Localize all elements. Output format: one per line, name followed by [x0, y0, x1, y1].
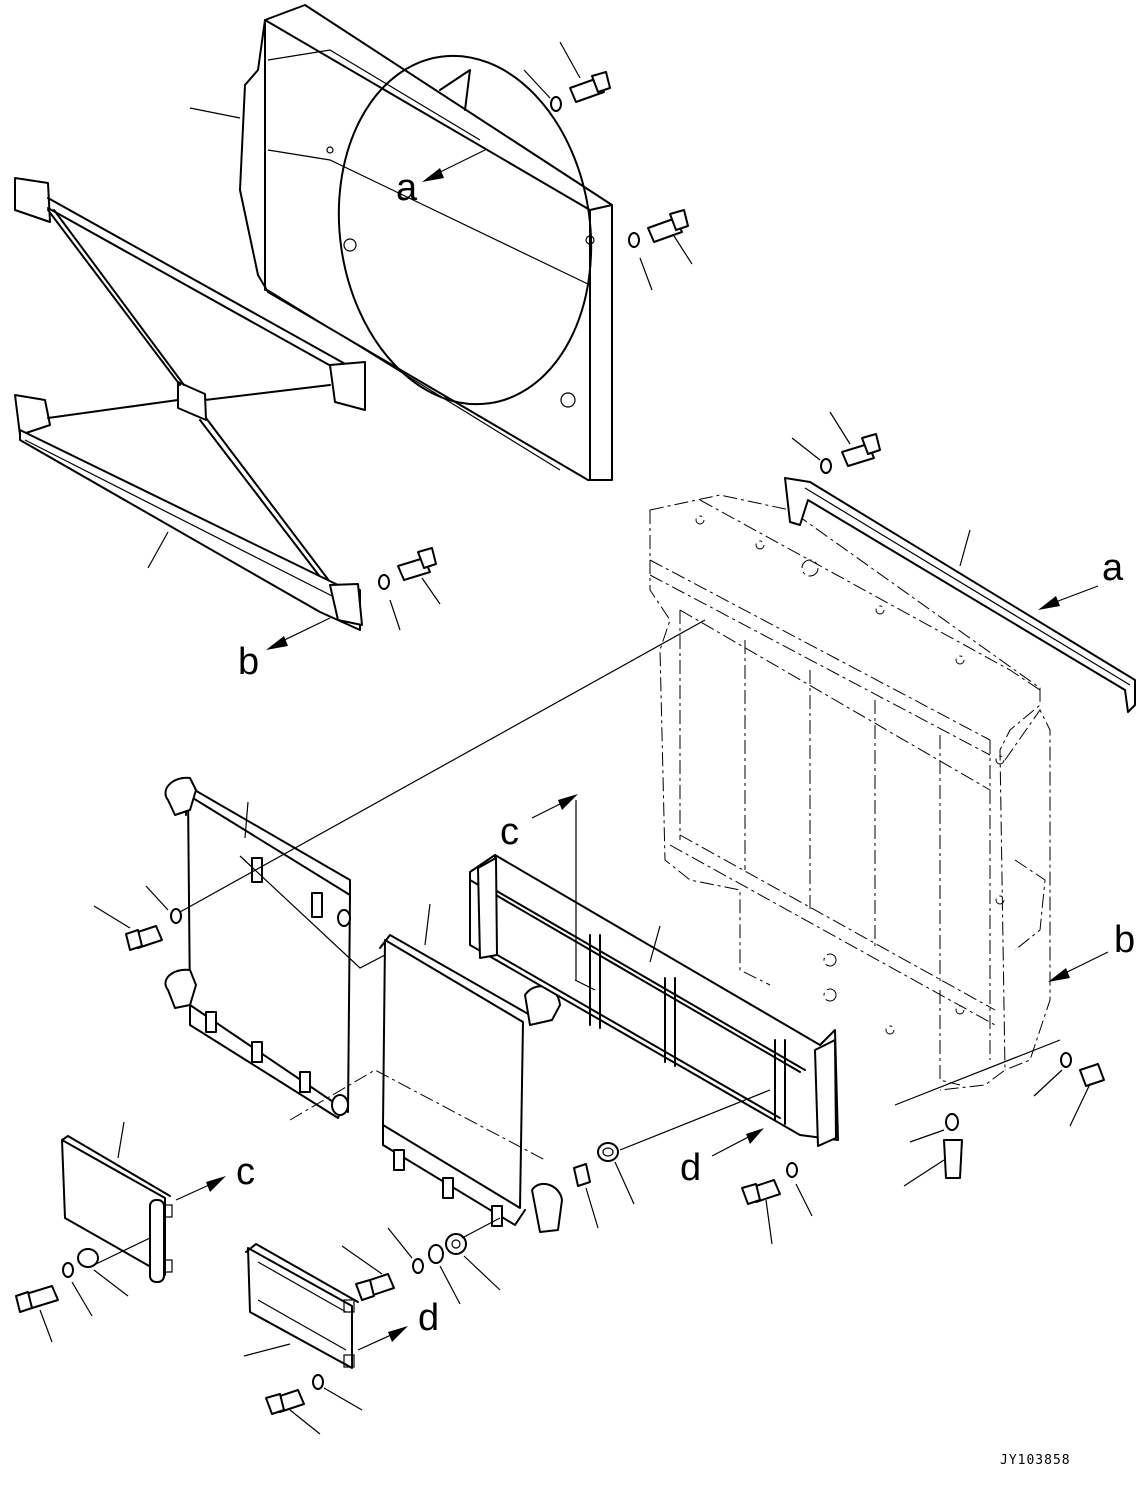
leader-line [117, 1121, 125, 1159]
arrow-a-upper [422, 149, 486, 182]
drain-cock [903, 1113, 963, 1187]
leader-line [39, 1309, 53, 1343]
callout-b-right: b [1114, 919, 1135, 961]
bolt-washer-set [628, 209, 693, 291]
callout-c-left: c [236, 1151, 255, 1193]
bolt-washer-set [791, 411, 881, 474]
alignment-line [179, 619, 706, 913]
arrow-a-right [1038, 585, 1099, 610]
small-cooler-d [245, 1233, 467, 1415]
leader-line [289, 1409, 321, 1435]
bolt-washer-set [93, 885, 182, 951]
support-frame [469, 854, 839, 1147]
callout-d-lower: d [418, 1297, 439, 1339]
alignment-line [95, 1237, 151, 1265]
callout-c-center: c [500, 811, 519, 853]
leader-line [71, 1281, 93, 1317]
arrow-b-upper [266, 617, 331, 650]
small-cooler-c [15, 1135, 173, 1313]
radiator-assembly [649, 494, 1051, 1091]
drawing-reference: JY103858 [1000, 1453, 1071, 1468]
alignment-line [289, 1069, 546, 1161]
leader-line [341, 1245, 383, 1275]
leader-line [424, 903, 431, 946]
leader-line [649, 925, 661, 963]
bolt-washer-set [1033, 1052, 1105, 1127]
arrow-d-center [711, 1128, 764, 1157]
alignment-line [619, 1089, 771, 1151]
alignment-line [894, 1039, 1061, 1106]
callout-a-right: a [1102, 547, 1124, 589]
leader-line [243, 1343, 291, 1357]
brace-frame [14, 177, 366, 631]
alignment-line [461, 1217, 501, 1239]
oil-cooler [379, 934, 563, 1233]
leader-line [959, 529, 971, 567]
bolt-washer-set [741, 1162, 813, 1245]
bolt-washer-set [378, 547, 441, 631]
leader-line [387, 1227, 413, 1259]
charge-air-cooler [164, 776, 351, 1119]
leader-line [463, 1255, 501, 1291]
leader-line [93, 1269, 129, 1297]
leader-line [439, 1265, 461, 1305]
callout-a-upper: a [396, 167, 418, 209]
bolt-washer-set [523, 41, 611, 112]
leader-line [323, 1387, 363, 1411]
nut [597, 1142, 635, 1205]
fan-shroud [239, 4, 613, 481]
arrow-c-center [531, 794, 578, 819]
arrow-d-lower [357, 1326, 408, 1351]
alignment-line [574, 979, 596, 991]
leader-line [244, 801, 249, 839]
alignment-line [239, 855, 386, 969]
callout-b-upper: b [238, 641, 259, 683]
collar [573, 1163, 599, 1229]
top-plate [784, 477, 1136, 713]
callout-d-center: d [680, 1147, 701, 1189]
leader-line [147, 531, 169, 569]
arrow-c-left [175, 1176, 226, 1201]
arrow-b-right [1048, 951, 1109, 982]
leader-line [189, 107, 241, 119]
